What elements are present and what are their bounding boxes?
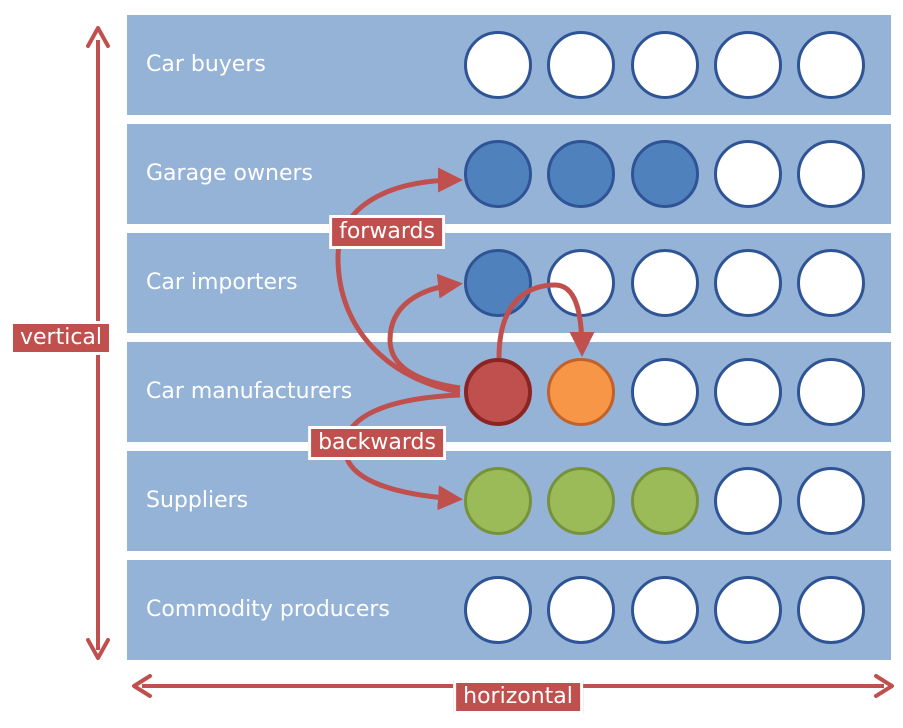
company-circle-white bbox=[547, 249, 615, 317]
company-circle-white bbox=[714, 249, 782, 317]
backwards-label: backwards bbox=[308, 426, 446, 460]
forwards-label: forwards bbox=[329, 215, 445, 249]
company-circle-green bbox=[547, 467, 615, 535]
company-circle-white bbox=[714, 576, 782, 644]
tier-label: Commodity producers bbox=[146, 597, 390, 622]
company-circle-blue bbox=[464, 249, 532, 317]
company-circle-blue bbox=[631, 140, 699, 208]
company-circle-white bbox=[547, 31, 615, 99]
company-circle-white bbox=[797, 358, 865, 426]
horizontal-axis-label: horizontal bbox=[453, 680, 583, 714]
tier-band: Suppliers bbox=[127, 451, 891, 551]
tier-label: Car importers bbox=[146, 270, 298, 295]
company-circle-white bbox=[464, 31, 532, 99]
tier-band: Car buyers bbox=[127, 15, 891, 115]
company-circle-white bbox=[714, 31, 782, 99]
company-circle-white bbox=[464, 576, 532, 644]
vertical-axis-head-bottom bbox=[86, 638, 110, 660]
company-circle-white bbox=[714, 140, 782, 208]
company-circle-white bbox=[631, 576, 699, 644]
company-circle-white bbox=[797, 576, 865, 644]
tier-label: Car buyers bbox=[146, 52, 266, 77]
company-circle-white bbox=[797, 467, 865, 535]
horizontal-axis-head-right bbox=[874, 674, 894, 698]
vertical-axis-head-top bbox=[86, 26, 110, 48]
company-circle-red bbox=[464, 358, 532, 426]
tier-label: Car manufacturers bbox=[146, 379, 353, 404]
company-circle-white bbox=[631, 249, 699, 317]
horizontal-axis-head-left bbox=[132, 674, 152, 698]
company-circle-white bbox=[547, 576, 615, 644]
company-circle-green bbox=[464, 467, 532, 535]
company-circle-orange bbox=[547, 358, 615, 426]
vertical-axis-label: vertical bbox=[9, 321, 113, 355]
tier-band: Garage owners bbox=[127, 124, 891, 224]
company-circle-white bbox=[714, 358, 782, 426]
tier-band: Commodity producers bbox=[127, 560, 891, 660]
company-circle-white bbox=[797, 31, 865, 99]
company-circle-white bbox=[631, 31, 699, 99]
company-circle-white bbox=[797, 249, 865, 317]
tier-band: Car importers bbox=[127, 233, 891, 333]
company-circle-blue bbox=[464, 140, 532, 208]
tier-label: Garage owners bbox=[146, 161, 313, 186]
company-circle-white bbox=[714, 467, 782, 535]
company-circle-white bbox=[631, 358, 699, 426]
tier-band: Car manufacturers bbox=[127, 342, 891, 442]
company-circle-green bbox=[631, 467, 699, 535]
company-circle-white bbox=[797, 140, 865, 208]
tier-label: Suppliers bbox=[146, 488, 249, 513]
company-circle-blue bbox=[547, 140, 615, 208]
